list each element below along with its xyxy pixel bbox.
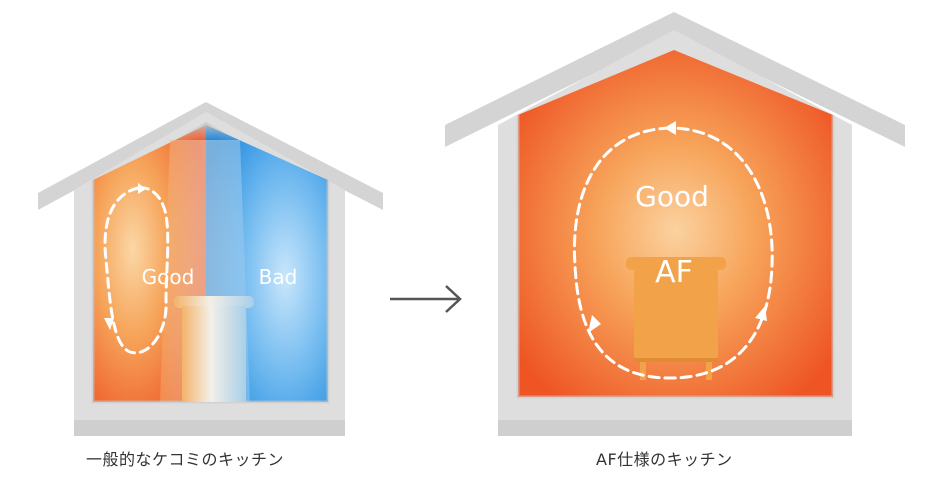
af-label: AF (655, 255, 693, 290)
left-bad-label: Bad (259, 265, 298, 289)
right-house-caption: AF仕様のキッチン (596, 450, 733, 469)
left-house: Good Bad (38, 102, 383, 436)
right-house: Good AF (445, 12, 905, 436)
left-roof (38, 102, 383, 210)
right-interior-warm (518, 50, 833, 397)
transition-arrow (390, 285, 462, 313)
right-good-label: Good (635, 180, 709, 213)
right-circulation-arrow (572, 126, 774, 380)
left-good-label: Good (142, 265, 195, 289)
af-cabinet (626, 257, 726, 380)
left-cabinet (174, 296, 254, 402)
left-house-caption: 一般的なケコミのキッチン (86, 450, 285, 469)
left-circulation-arrow (103, 186, 170, 355)
